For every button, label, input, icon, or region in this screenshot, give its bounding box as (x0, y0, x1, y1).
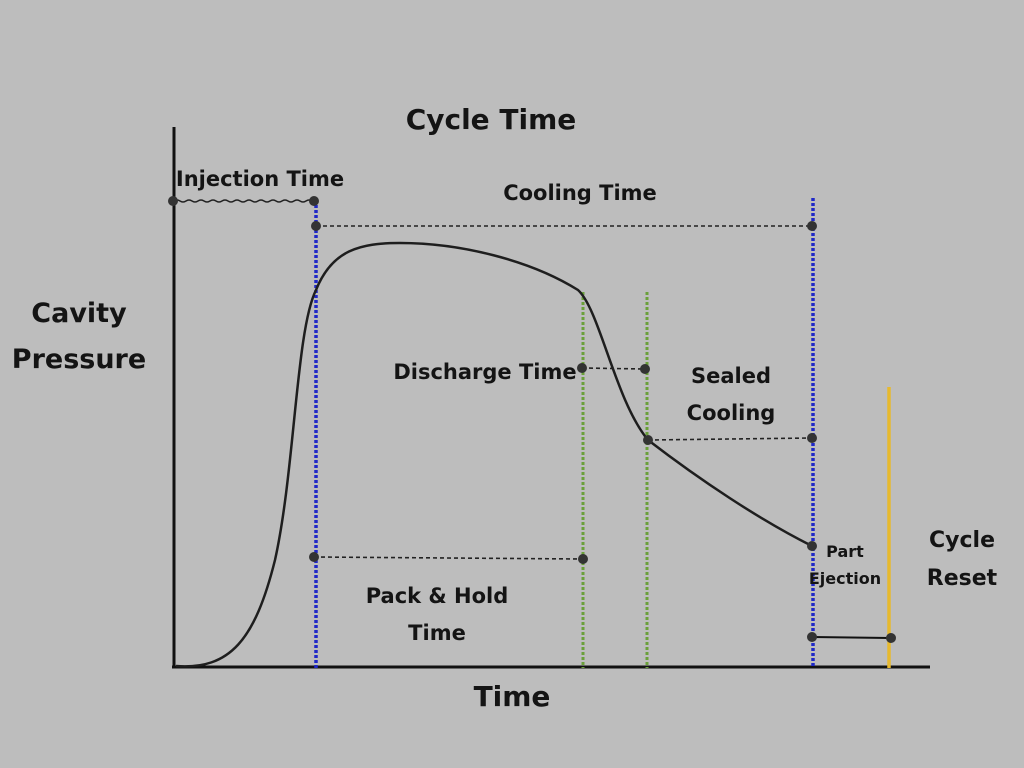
marker-dot (578, 554, 588, 564)
marker-dot (309, 196, 319, 206)
pack-hold-connector (313, 556, 584, 560)
y-axis-label-line2: Pressure (12, 344, 146, 375)
part-ejection-label-line1: Part (826, 542, 864, 561)
marker-dot (309, 552, 319, 562)
diagram-title: Cycle Time (406, 103, 577, 136)
cycle-reset-label-line1: Cycle (929, 528, 995, 553)
cycle-reset-connector (811, 636, 892, 639)
pack-hold-label-line1: Pack & Hold (366, 584, 509, 608)
sealed-cooling-connector (647, 437, 813, 441)
marker-dot (807, 433, 817, 443)
sealed-cooling-label-line1: Sealed (691, 364, 771, 388)
x-axis-label: Time (474, 680, 551, 713)
marker-dot (311, 221, 321, 231)
marker-dot (807, 632, 817, 642)
sealed-cooling-label-line2: Cooling (687, 401, 776, 425)
discharge-time-label: Discharge Time (393, 360, 576, 384)
cooling-time-label: Cooling Time (503, 181, 657, 205)
marker-dot (807, 221, 817, 231)
injection-time-connector (173, 199, 317, 203)
marker-dot (640, 364, 650, 374)
injection-time-label: Injection Time (176, 167, 344, 191)
marker-dot (168, 196, 178, 206)
marker-dots (168, 196, 896, 643)
marker-dot (577, 363, 587, 373)
marker-dot (643, 435, 653, 445)
y-axis-label-line1: Cavity (31, 298, 127, 329)
marker-dot (886, 633, 896, 643)
pack-hold-label-line2: Time (408, 621, 466, 645)
discharge-time-connector (581, 367, 646, 370)
cycle-reset-label-line2: Reset (927, 566, 998, 591)
part-ejection-label-line2: Ejection (809, 569, 881, 588)
marker-dot (807, 541, 817, 551)
